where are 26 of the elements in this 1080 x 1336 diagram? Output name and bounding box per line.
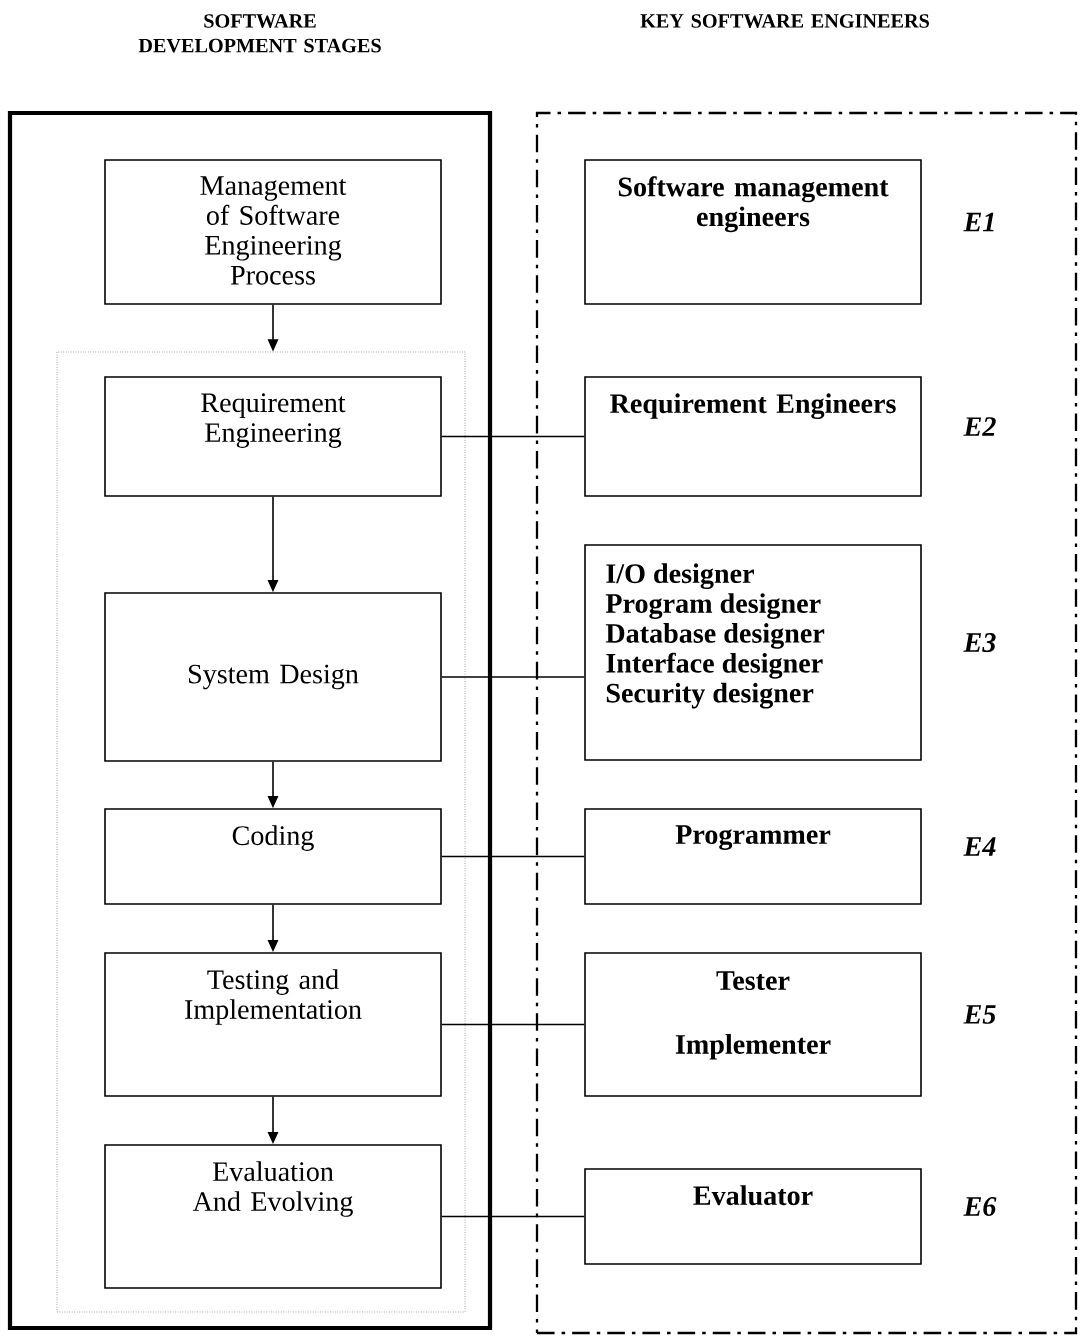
role-box: I/O designer Program designer Database designer Interface designer Security designer xyxy=(584,544,922,761)
node-label: KEY SOFTWARE ENGINEERS xyxy=(640,14,929,28)
stage-code: E1 xyxy=(963,212,994,232)
node-label: SOFTWARE DEVELOPMENT STAGES xyxy=(138,14,381,53)
role-box: Evaluator xyxy=(584,1168,922,1265)
stage-box: Management of Software Engineering Process xyxy=(104,159,442,305)
connector-line xyxy=(441,1023,585,1026)
stage-box: Requirement Engineering xyxy=(104,376,442,497)
stage-box: Testing and Implementation xyxy=(104,952,442,1097)
stage-box: System Design xyxy=(104,592,442,762)
stage-code: E5 xyxy=(963,1005,996,1024)
stage-code: E4 xyxy=(963,837,996,856)
connector-line xyxy=(441,435,585,438)
stage-group-box xyxy=(56,351,466,1313)
stage-box: Evaluation And Evolving xyxy=(104,1144,442,1289)
role-box: Tester Implementer xyxy=(584,952,922,1097)
connector-line xyxy=(441,1215,585,1218)
stage-code: E3 xyxy=(963,633,996,652)
connector-line xyxy=(441,855,585,858)
connector-line xyxy=(441,676,585,678)
stage-code: E2 xyxy=(963,417,996,436)
role-box: Software management engineers xyxy=(584,159,922,305)
role-box: Requirement Engineers xyxy=(584,376,922,497)
stage-code: E6 xyxy=(963,1197,997,1216)
role-box: Programmer xyxy=(584,808,922,905)
stage-box: Coding xyxy=(104,808,442,905)
